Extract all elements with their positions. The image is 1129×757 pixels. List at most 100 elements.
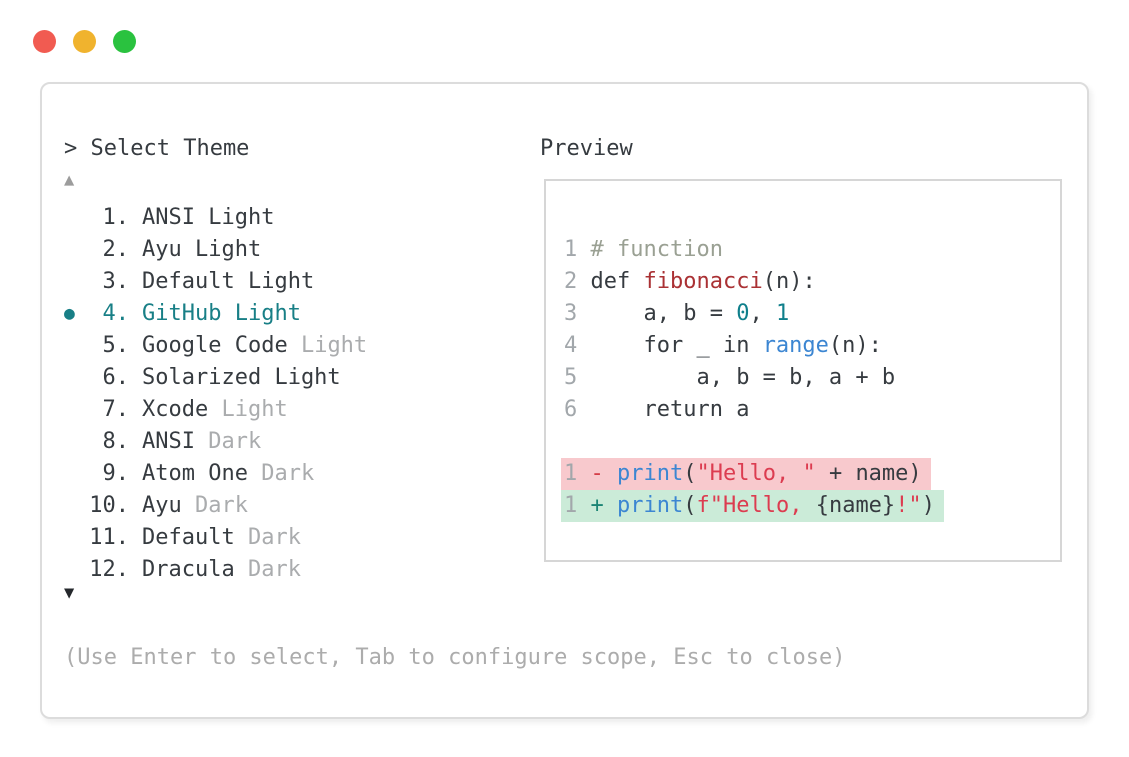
diff-plus-sign: + (590, 493, 617, 518)
minimize-button[interactable] (73, 30, 96, 53)
diff-minus-sign: - (590, 461, 617, 486)
theme-option-ayu-dark[interactable]: 10. Ayu Dark (64, 490, 1067, 522)
code-text: (n): (762, 269, 816, 294)
preview-heading: Preview (540, 136, 633, 161)
diff-removed-highlight: 1 - print("Hello, " + name) (561, 458, 931, 490)
code-string: f"Hello, (696, 493, 816, 518)
theme-number: 7. (102, 397, 130, 422)
code-preview-panel: 1 # function 2 def fibonacci(n): 3 a, b … (544, 179, 1062, 562)
theme-name: Ayu Light (142, 237, 262, 262)
code-text: + name (815, 461, 909, 486)
theme-label: Google Code Light (142, 330, 367, 362)
code-line-3: 3 a, b = 0, 1 (564, 298, 1054, 330)
theme-suffix: Dark (181, 493, 248, 518)
theme-label: Atom One Dark (142, 458, 314, 490)
theme-suffix: Dark (247, 461, 315, 486)
code-text: ( (683, 493, 697, 518)
code-blank-line (564, 426, 1054, 458)
theme-label: Default Dark (142, 522, 301, 554)
theme-suffix: Dark (234, 557, 301, 582)
theme-option-solarized-light[interactable]: 6. Solarized Light (64, 362, 1067, 394)
line-number: 1 (564, 237, 591, 262)
line-number: 6 (564, 397, 591, 422)
code-builtin: print (617, 461, 684, 486)
theme-suffix: Light (208, 397, 288, 422)
theme-option-google-code-light[interactable]: 5. Google Code Light (64, 330, 1067, 362)
theme-suffix: Dark (234, 525, 301, 550)
theme-name: GitHub Light (142, 301, 301, 326)
zoom-button[interactable] (113, 30, 136, 53)
theme-label: ANSI Dark (142, 426, 261, 458)
diff-added-highlight: 1 + print(f"Hello, {name}!") (561, 490, 944, 522)
theme-name: Atom One (142, 461, 248, 486)
code-text: a, b = b, a + b (590, 365, 896, 390)
theme-suffix: Light (287, 333, 368, 358)
code-number-literal: 1 (775, 301, 790, 326)
code-text: ) (908, 461, 922, 486)
theme-number: 1. (102, 205, 130, 230)
theme-label: Dracula Dark (142, 554, 301, 586)
theme-label: GitHub Light (142, 298, 301, 330)
theme-suffix: Dark (194, 429, 262, 454)
theme-name: Ayu (142, 493, 182, 518)
scroll-up-icon[interactable]: ▲ (64, 170, 75, 190)
code-text: (n): (828, 333, 882, 358)
close-button[interactable] (33, 30, 56, 53)
theme-number: 2. (102, 237, 130, 262)
theme-picker-window: > Select Theme Preview ▲ 1. ANSI Light 2… (40, 82, 1089, 719)
theme-name: ANSI (142, 429, 195, 454)
theme-name: Default (142, 525, 235, 550)
theme-option-default-dark[interactable]: 11. Default Dark (64, 522, 1067, 554)
line-number: 2 (564, 269, 591, 294)
theme-name: Solarized Light (142, 365, 341, 390)
theme-number: 12. (89, 557, 129, 582)
line-number: 4 (564, 333, 591, 358)
theme-label: Default Light (142, 266, 314, 298)
theme-option-xcode-light[interactable]: 7. Xcode Light (64, 394, 1067, 426)
theme-name: ANSI Light (142, 205, 275, 230)
code-builtin: print (617, 493, 684, 518)
code-text: return a (590, 397, 750, 422)
code-string: !" (895, 493, 922, 518)
code-function-name: fibonacci (643, 269, 763, 294)
help-text: (Use Enter to select, Tab to configure s… (64, 645, 846, 670)
theme-number: 4. (102, 301, 130, 326)
theme-number: 5. (102, 333, 130, 358)
scroll-down-icon[interactable]: ▼ (64, 583, 75, 603)
theme-name: Google Code (142, 333, 288, 358)
code-line-4: 4 for _ in range(n): (564, 330, 1054, 362)
code-text: , (749, 301, 776, 326)
theme-label: Ayu Light (142, 234, 261, 266)
line-number: 5 (564, 365, 591, 390)
theme-number: 11. (89, 525, 129, 550)
theme-option-ansi-dark[interactable]: 8. ANSI Dark (64, 426, 1067, 458)
code-text: ) (921, 493, 935, 518)
theme-name: Dracula (142, 557, 235, 582)
theme-label: Xcode Light (142, 394, 288, 426)
code-text: for _ in (590, 333, 763, 358)
selected-bullet-icon: ● (64, 303, 75, 324)
theme-number: 9. (102, 461, 130, 486)
theme-label: Ayu Dark (142, 490, 248, 522)
code-line-5: 5 a, b = b, a + b (564, 362, 1054, 394)
diff-removed-line: 1 - print("Hello, " + name) (561, 458, 1054, 490)
diff-added-line: 1 + print(f"Hello, {name}!") (561, 490, 1054, 522)
theme-number: 3. (102, 269, 130, 294)
theme-option-ayu-light[interactable]: 2. Ayu Light (64, 234, 1067, 266)
theme-name: Default Light (142, 269, 315, 294)
code-line-1: 1 # function (564, 234, 1054, 266)
code-comment: # function (590, 237, 723, 262)
code-text: {name} (815, 493, 896, 518)
theme-option-default-light[interactable]: 3. Default Light (64, 266, 1067, 298)
code-block: 1 # function 2 def fibonacci(n): 3 a, b … (561, 234, 1054, 522)
theme-option-dracula-dark[interactable]: 12. Dracula Dark (64, 554, 1067, 586)
code-string: "Hello, " (696, 461, 816, 486)
theme-option-ansi-light[interactable]: 1. ANSI Light (64, 202, 1067, 234)
line-number: 1 (564, 493, 591, 518)
code-line-2: 2 def fibonacci(n): (564, 266, 1054, 298)
page-title: > Select Theme (64, 136, 250, 161)
code-text: ( (683, 461, 697, 486)
theme-option-github-light[interactable]: ● 4. GitHub Light (64, 298, 1067, 330)
line-number: 3 (564, 301, 591, 326)
theme-option-atom-one-dark[interactable]: 9. Atom One Dark (64, 458, 1067, 490)
